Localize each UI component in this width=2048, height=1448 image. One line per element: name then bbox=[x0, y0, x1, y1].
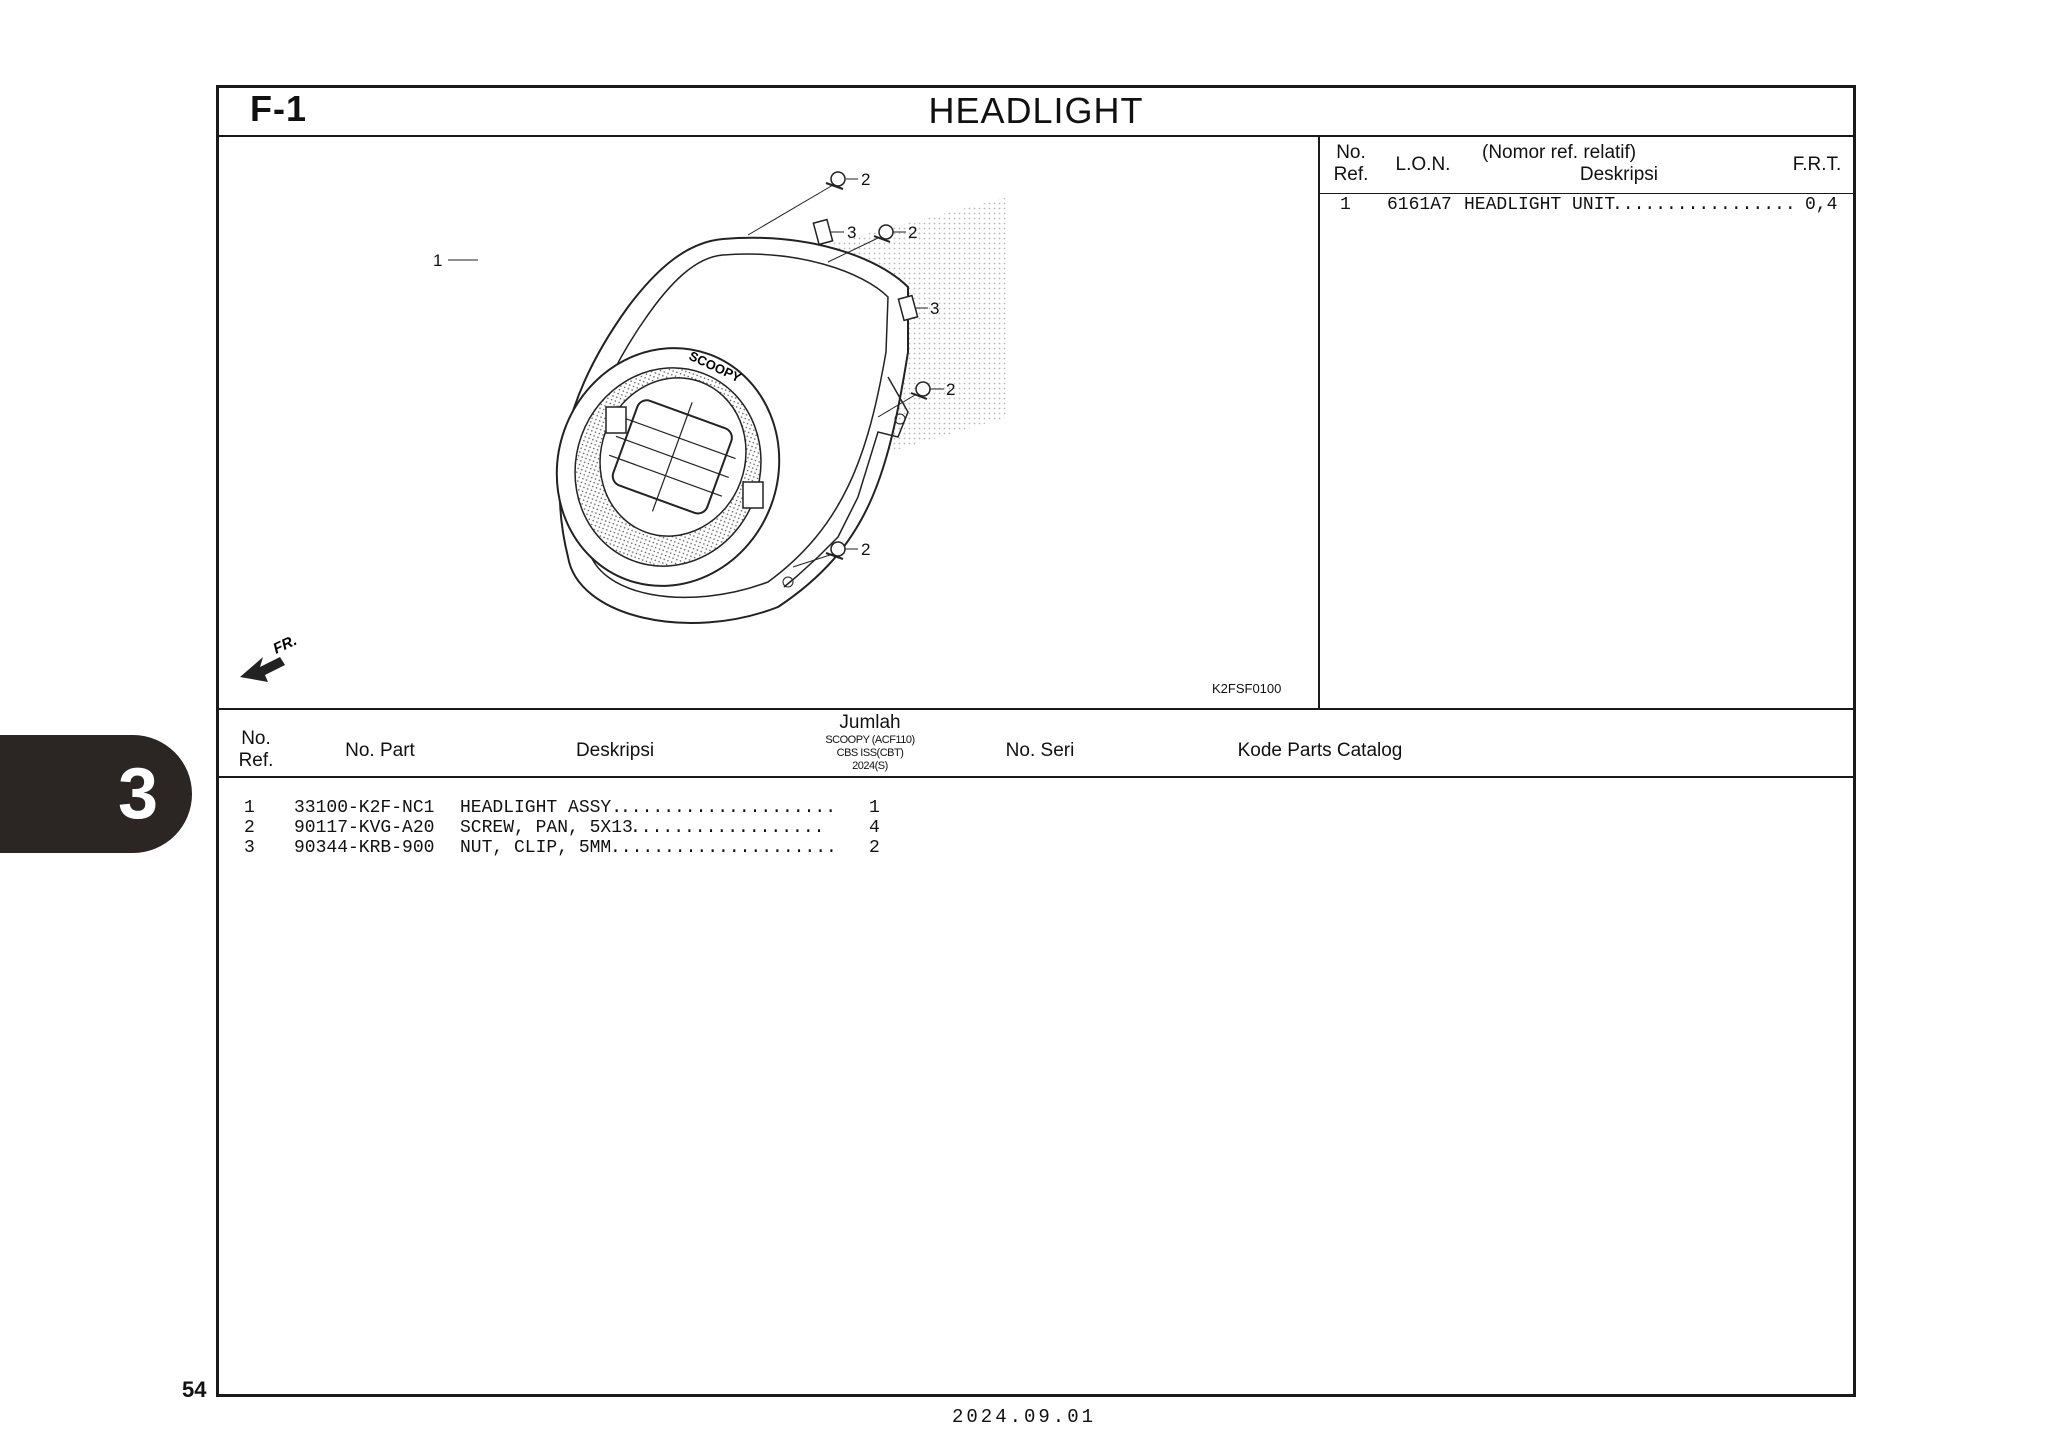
callout-3b: 3 bbox=[930, 299, 939, 318]
parts-header-part: No. Part bbox=[345, 740, 415, 761]
frt-header-lon: L.O.N. bbox=[1395, 154, 1451, 175]
callout-3a: 3 bbox=[847, 223, 856, 242]
wiring bbox=[817, 376, 909, 558]
title-divider bbox=[216, 135, 1856, 137]
callout-2a: 2 bbox=[861, 170, 870, 189]
frt-leader: ................. bbox=[1612, 195, 1796, 215]
frt-header-divider bbox=[1320, 193, 1854, 194]
parts-header-desc: Deskripsi bbox=[575, 740, 655, 761]
screw-1 bbox=[825, 171, 846, 190]
section-code: F-1 bbox=[250, 88, 307, 129]
projector-lens bbox=[608, 399, 736, 515]
parts-header-qty: Jumlah SCOOPY (ACF110) CBS ISS(CBT) 2024… bbox=[825, 712, 915, 772]
front-marker-label: FR. bbox=[271, 632, 300, 658]
frt-header-desc: (Nomor ref. relatif) Deskripsi bbox=[1482, 142, 1658, 185]
callout-2d: 2 bbox=[861, 540, 870, 559]
parts-header-serial: No. Seri bbox=[1005, 740, 1075, 761]
front-arrow-icon: FR. bbox=[240, 632, 300, 682]
clip-nut-1 bbox=[812, 218, 834, 246]
callout-1: 1 bbox=[433, 251, 442, 270]
page-frame bbox=[216, 85, 1856, 1397]
frt-desc: HEADLIGHT UNIT bbox=[1464, 195, 1616, 215]
callout-2b: 2 bbox=[908, 223, 917, 242]
headlight-exploded-diagram: SCOOPY 2 2 3 3 2 2 1 bbox=[240, 170, 1008, 682]
screw-4 bbox=[825, 541, 846, 560]
frt-header-frt: F.R.T. bbox=[1792, 154, 1842, 175]
chapter-tab: 3 bbox=[0, 735, 192, 853]
illustration-id: K2FSF0100 bbox=[1212, 681, 1282, 696]
parts-header-catalog: Kode Parts Catalog bbox=[1237, 740, 1403, 761]
footer-date: 2024.09.01 bbox=[951, 1406, 1097, 1428]
page-title: HEADLIGHT bbox=[928, 90, 1144, 131]
frt-lon: 6161A7 bbox=[1387, 195, 1452, 215]
page-number: 54 bbox=[182, 1377, 207, 1402]
callout-2c: 2 bbox=[946, 380, 955, 399]
frt-ref: 1 bbox=[1340, 195, 1351, 215]
frt-value: 0,4 bbox=[1805, 195, 1838, 215]
parts-header-divider bbox=[216, 776, 1856, 778]
chapter-number: 3 bbox=[117, 754, 158, 834]
frt-header-no: No.Ref. bbox=[1333, 142, 1369, 185]
illustration-divider bbox=[216, 708, 1856, 710]
parts-header-no: No.Ref. bbox=[238, 728, 274, 771]
frt-divider bbox=[1318, 136, 1320, 709]
clip-nut-2 bbox=[897, 294, 919, 322]
